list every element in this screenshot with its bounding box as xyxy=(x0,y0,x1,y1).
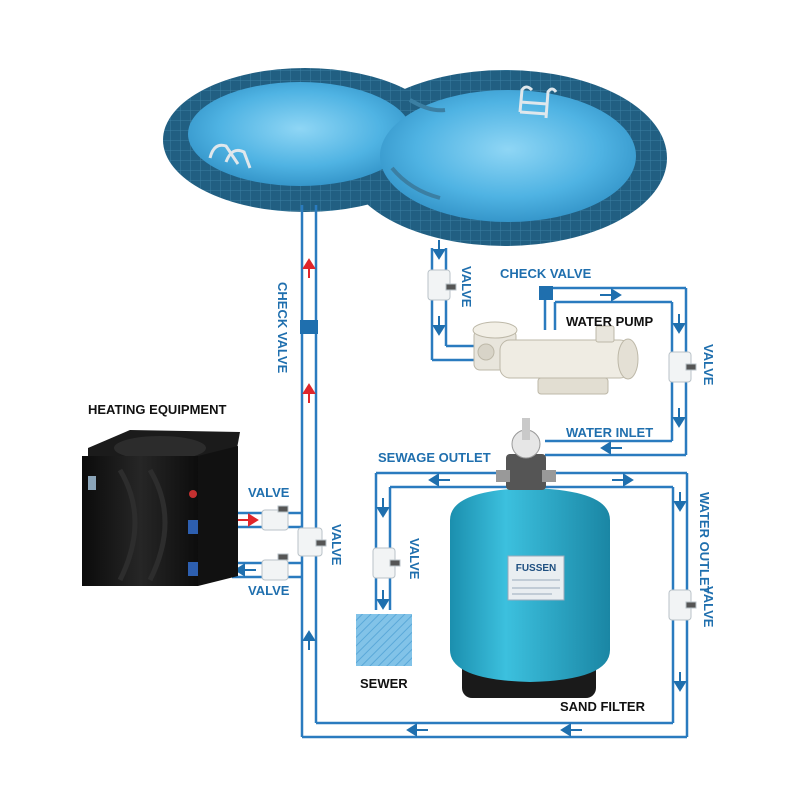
water-pump-label: WATER PUMP xyxy=(566,314,653,329)
check-valve-pump-label: CHECK VALVE xyxy=(500,266,592,281)
valve-heater-bottom-icon xyxy=(261,553,289,581)
swimming-pool xyxy=(163,68,667,246)
sewer-label: SEWER xyxy=(360,676,408,691)
valve-sewage-icon xyxy=(372,547,401,579)
valve-pump-outlet-label: VALVE xyxy=(701,344,716,386)
sand-filter-label: SAND FILTER xyxy=(560,699,646,714)
heat-pump-unit xyxy=(82,430,240,586)
valve-pool-suction-icon xyxy=(427,269,457,301)
pool-ladder-left xyxy=(208,143,252,169)
valve-pool-suction-label: VALVE xyxy=(459,266,474,308)
flow-arrows xyxy=(234,240,687,737)
water-pump-unit xyxy=(472,321,639,395)
valve-main-line-label: VALVE xyxy=(329,524,344,566)
valve-sewage-label: VALVE xyxy=(407,538,422,580)
valve-heater-top-label: VALVE xyxy=(248,485,290,500)
pool-ladder-right xyxy=(518,85,558,119)
valve-filter-return-icon xyxy=(668,589,697,621)
valve-main-line-icon xyxy=(297,527,327,557)
water-inlet-label: WATER INLET xyxy=(566,425,653,440)
sand-filter-unit xyxy=(450,418,610,698)
valve-heater-bottom-label: VALVE xyxy=(248,583,290,598)
check-valve-marker-main xyxy=(300,320,318,334)
valve-filter-return-label: VALVE xyxy=(701,586,716,628)
valve-heater-top-icon xyxy=(261,505,289,531)
sewer-box xyxy=(356,614,412,666)
check-valve-marker-pump xyxy=(539,286,553,300)
valve-pump-outlet-icon xyxy=(668,351,697,383)
water-outlet-label: WATER OUTLET xyxy=(697,492,712,594)
check-valve-vertical-label: CHECK VALVE xyxy=(275,282,290,374)
filter-brand-label: FUSSEN xyxy=(516,563,557,574)
sewage-outlet-label: SEWAGE OUTLET xyxy=(378,450,491,465)
heating-equipment-label: HEATING EQUIPMENT xyxy=(88,402,226,417)
valve-icons xyxy=(261,269,697,621)
